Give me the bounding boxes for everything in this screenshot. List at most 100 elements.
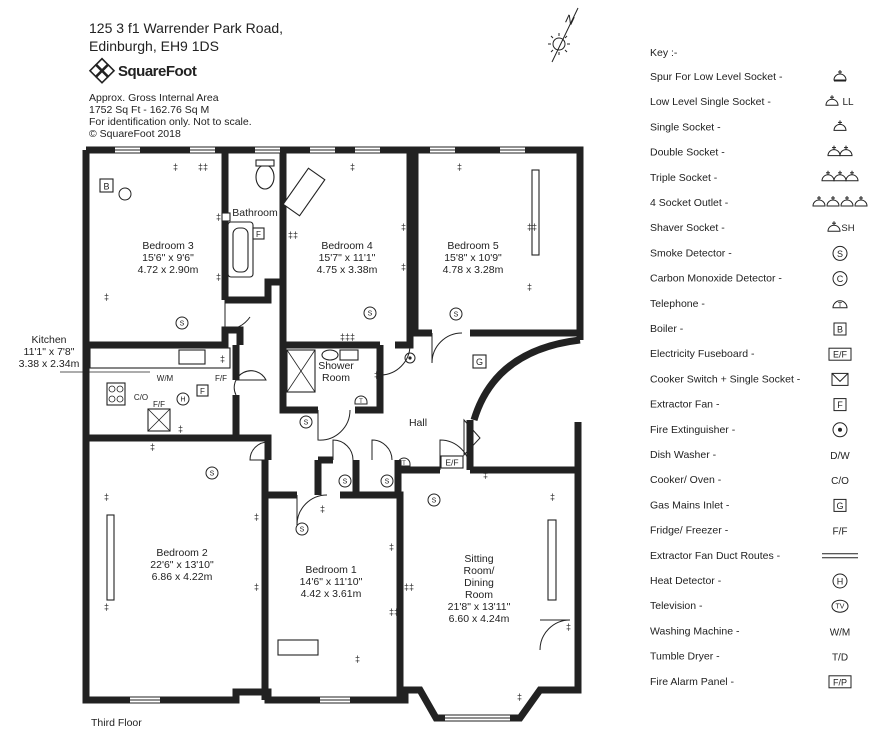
legend-row: Fire Extinguisher -: [650, 422, 848, 438]
header: 125 3 f1 Warrender Park Road, Edinburgh,…: [88, 20, 283, 140]
plan-symbols: B F F G E/F S S S S S S S: [99, 178, 487, 536]
quad-icon: [812, 196, 868, 207]
bathroom-extractor-icon: [252, 227, 265, 240]
legend-label: Fire Extinguisher -: [650, 424, 736, 436]
telephone-icon: [354, 395, 368, 405]
legend-title: Key :-: [650, 47, 678, 59]
svg-text:S: S: [343, 479, 348, 486]
text-icon: W/M: [830, 627, 851, 638]
boiler-marker: [99, 178, 114, 193]
svg-text:S: S: [454, 312, 459, 319]
legend-row: Cooker Switch + Single Socket -: [650, 372, 849, 386]
svg-text:‡: ‡: [457, 162, 462, 172]
svg-text:6.86 x 4.22m: 6.86 x 4.22m: [152, 571, 213, 583]
room-label-bathroom: Bathroom: [232, 207, 278, 219]
label-fridge-freezer-2: F/F: [153, 400, 165, 409]
legend-label: Shaver Socket -: [650, 222, 725, 234]
chimney-breast: [282, 167, 326, 217]
svg-text:B: B: [837, 325, 843, 335]
svg-text:‡: ‡: [355, 654, 360, 664]
svg-text:TV: TV: [836, 604, 845, 611]
legend-label: Fridge/ Freezer -: [650, 525, 729, 537]
door-swings: [224, 300, 571, 651]
legend-row: Shaver Socket - SH: [650, 221, 855, 234]
legend-row: Boiler -B: [650, 322, 847, 336]
svg-text:‡‡: ‡‡: [198, 162, 208, 172]
box-letter-icon: G: [833, 498, 847, 512]
svg-text:F: F: [200, 387, 205, 396]
room-label-hall: Hall: [409, 417, 427, 429]
svg-text:SH: SH: [841, 223, 854, 234]
legend: Key :- Spur For Low Level Socket - Low Le…: [650, 47, 868, 689]
svg-text:Bedroom 2: Bedroom 2: [156, 547, 208, 559]
svg-text:‡‡: ‡‡: [401, 262, 411, 272]
legend-label: Smoke Detector -: [650, 247, 732, 259]
svg-text:‡‡: ‡‡: [288, 230, 298, 240]
legend-label: Spur For Low Level Socket -: [650, 71, 783, 83]
svg-text:‡‡: ‡‡: [389, 607, 399, 617]
svg-text:22'6" x 13'10": 22'6" x 13'10": [150, 559, 214, 571]
svg-text:‡: ‡: [254, 582, 259, 592]
legend-row: Spur For Low Level Socket -: [650, 70, 847, 83]
legend-row: Heat Detector -H: [650, 573, 848, 589]
svg-text:G: G: [836, 501, 843, 511]
svg-text:Room/: Room/: [464, 565, 495, 577]
smoke-detector-markers: [175, 306, 463, 536]
hob: [106, 382, 126, 406]
svg-text:B: B: [103, 182, 109, 192]
svg-text:Sitting: Sitting: [464, 553, 493, 565]
legend-row: Television - TV: [650, 599, 849, 613]
room-label-bedroom1: Bedroom 1 14'6" x 11'10" 4.42 x 3.61m: [300, 564, 363, 600]
squarefoot-logo: SquareFoot: [88, 57, 197, 84]
compass-north-label: N: [563, 12, 577, 28]
svg-text:E/F: E/F: [833, 350, 848, 360]
address-line-1: 125 3 f1 Warrender Park Road,: [89, 20, 283, 36]
floor-label: Third Floor: [91, 717, 142, 729]
legend-label: Extractor Fan Duct Routes -: [650, 550, 781, 562]
svg-text:14'6" x 11'10": 14'6" x 11'10": [300, 576, 363, 588]
svg-text:S: S: [210, 471, 215, 478]
svg-text:H: H: [837, 577, 844, 587]
legend-label: Cooker/ Oven -: [650, 474, 722, 486]
legend-row: Low Level Single Socket -LL: [650, 95, 854, 108]
svg-text:3.38 x 2.34m: 3.38 x 2.34m: [19, 358, 80, 370]
fireplace-bedroom2: [106, 514, 115, 601]
text-icon: T/D: [832, 653, 848, 664]
svg-text:E/F: E/F: [445, 458, 458, 468]
svg-text:G: G: [476, 357, 483, 367]
box-letter-icon: F/P: [828, 675, 852, 689]
room-label-sitting-room: Sitting Room/ Dining Room 21'8" x 13'11"…: [448, 553, 511, 625]
svg-text:T: T: [359, 399, 363, 405]
room-labels: Bedroom 3 15'6" x 9'6" 4.72 x 2.90m Bedr…: [19, 207, 511, 625]
legend-label: Tumble Dryer -: [650, 651, 720, 663]
brand-name: SquareFoot: [118, 63, 197, 80]
telephone-icon: [397, 457, 411, 467]
svg-text:‡: ‡: [104, 602, 109, 612]
legend-label: Television -: [650, 600, 703, 612]
fuseboard-marker: [440, 455, 464, 469]
legend-row: Smoke Detector - S: [650, 245, 848, 261]
svg-text:4.42 x 3.61m: 4.42 x 3.61m: [301, 588, 362, 600]
legend-label: Electricity Fuseboard -: [650, 348, 755, 360]
legend-row: Double Socket -: [650, 145, 853, 159]
double-icon: [827, 145, 853, 157]
svg-text:T/D: T/D: [832, 653, 848, 664]
svg-text:Bedroom 4: Bedroom 4: [321, 240, 373, 252]
svg-text:‡: ‡: [389, 542, 394, 552]
legend-label: Telephone -: [650, 298, 705, 310]
address-line-2: Edinburgh, EH9 1DS: [89, 38, 219, 54]
svg-text:4.72 x 2.90m: 4.72 x 2.90m: [138, 264, 199, 276]
shaver-icon: SH: [827, 221, 855, 234]
legend-row: Washing Machine -W/M: [650, 625, 850, 638]
svg-text:‡: ‡: [350, 162, 355, 172]
telephone-icon: T: [832, 300, 848, 309]
svg-text:S: S: [385, 479, 390, 486]
room-label-kitchen: Kitchen 11'1" x 7'8" 3.38 x 2.34m: [19, 334, 80, 370]
circle-letter-icon: S: [832, 245, 848, 261]
window-lines: [115, 149, 525, 719]
toilet: [255, 164, 275, 190]
legend-row: Electricity Fuseboard - E/F: [650, 347, 852, 361]
kitchen-worktop: [89, 347, 231, 369]
legend-row: Carbon Monoxide Detector -C: [650, 271, 848, 287]
